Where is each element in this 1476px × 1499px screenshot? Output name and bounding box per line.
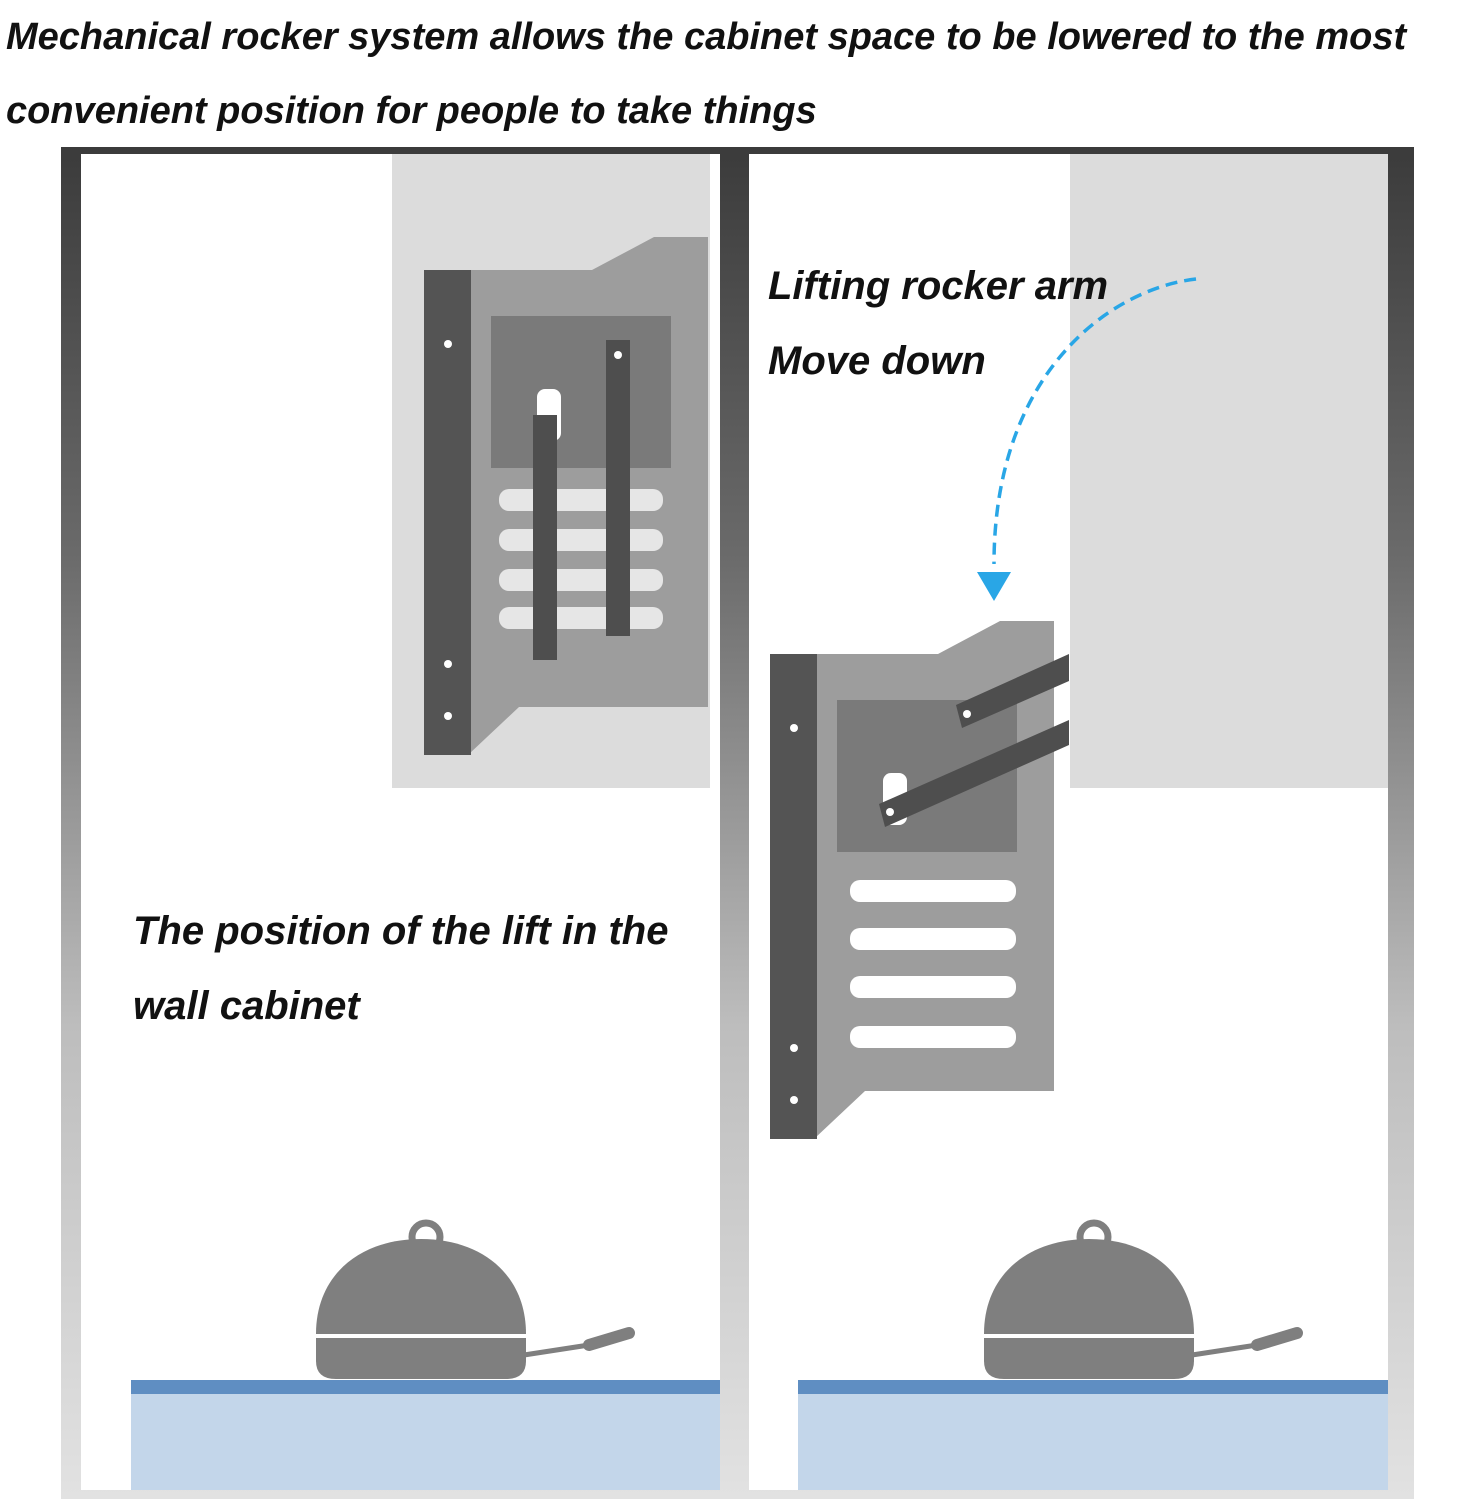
left-panel: The position of the lift in the wall cab… bbox=[81, 154, 720, 1490]
dashed-arrow-icon bbox=[977, 277, 1197, 601]
right-panel-label: Lifting rocker arm Move down bbox=[768, 249, 1108, 399]
countertop-right bbox=[798, 1394, 1388, 1490]
countertop bbox=[131, 1394, 720, 1490]
pot-icon bbox=[316, 1219, 635, 1379]
countertop-edge bbox=[131, 1380, 720, 1394]
countertop-edge-right bbox=[798, 1380, 1388, 1394]
right-label-line2: Move down bbox=[768, 339, 986, 383]
right-label-line1: Lifting rocker arm bbox=[768, 264, 1109, 308]
wall-cabinet-space-right bbox=[1070, 154, 1388, 788]
rocker-arm-icon bbox=[879, 654, 1069, 827]
right-panel: Lifting rocker arm Move down bbox=[749, 154, 1388, 1490]
lift-bracket-icon bbox=[424, 237, 708, 755]
left-label-line2: wall cabinet bbox=[133, 984, 360, 1028]
page-title: Mechanical rocker system allows the cabi… bbox=[6, 16, 1407, 132]
left-panel-label: The position of the lift in the wall cab… bbox=[133, 894, 669, 1044]
lift-bracket-lowered-icon bbox=[770, 621, 1069, 1139]
left-label-line1: The position of the lift in the bbox=[133, 909, 669, 953]
pot-icon-right bbox=[984, 1219, 1303, 1379]
